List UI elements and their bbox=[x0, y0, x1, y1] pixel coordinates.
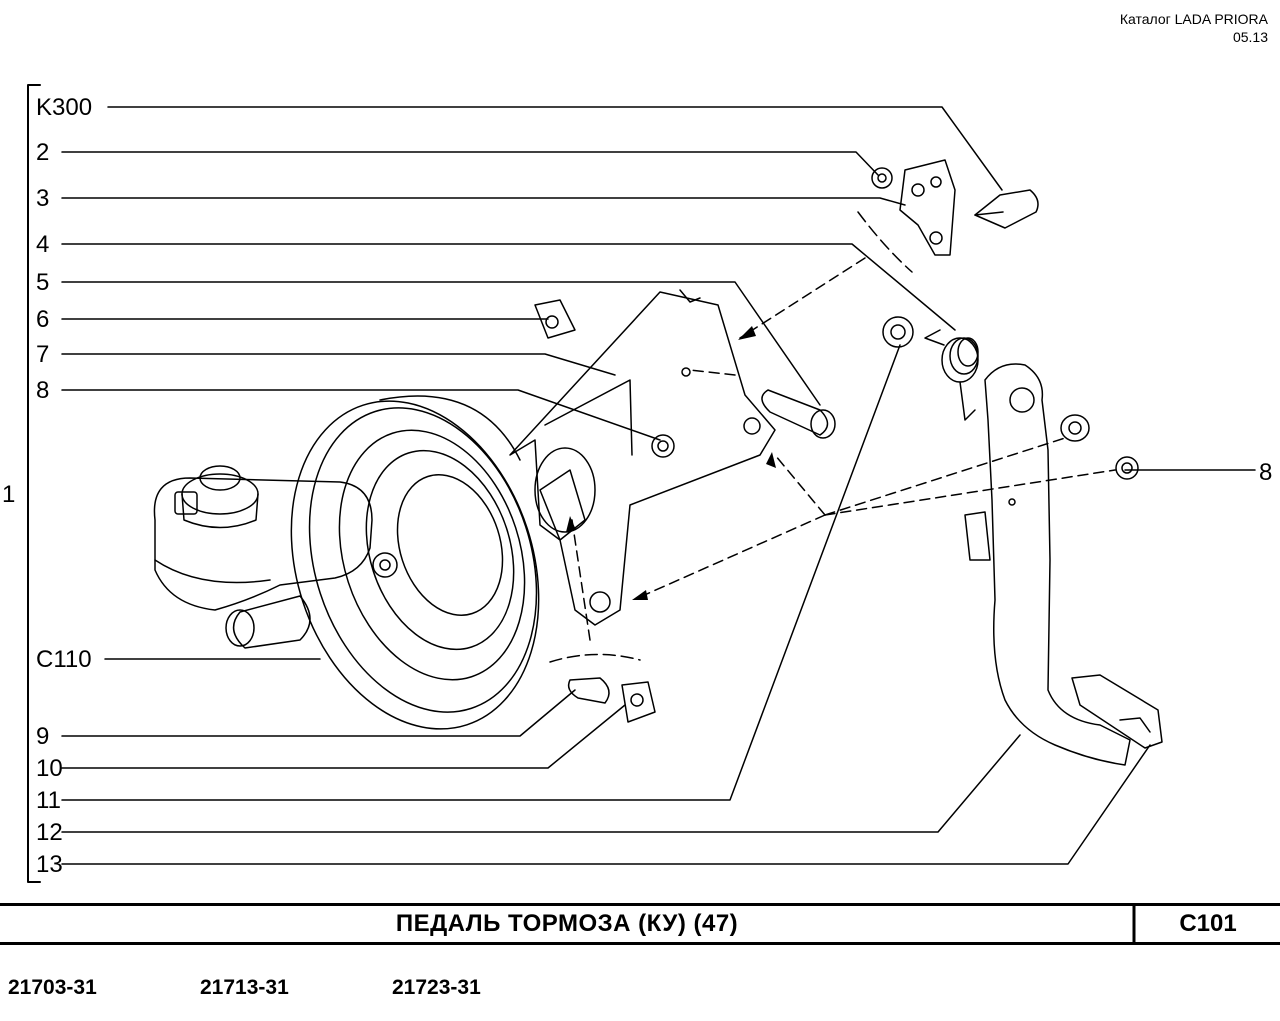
assembly-label: 1 bbox=[2, 481, 16, 508]
callout-c110: C110 bbox=[36, 646, 92, 673]
model-number: 21723-31 bbox=[392, 976, 481, 999]
leader-12 bbox=[61, 734, 1021, 833]
callout-3: 3 bbox=[36, 185, 50, 212]
master-cylinder bbox=[153, 465, 373, 649]
leader-13 bbox=[61, 744, 1151, 865]
page-title: ПЕДАЛЬ ТОРМОЗА (КУ) (47) bbox=[395, 910, 739, 937]
title-band bbox=[0, 903, 1280, 945]
callout-11: 11 bbox=[36, 787, 61, 814]
callout-6: 6 bbox=[36, 306, 50, 333]
leader-10 bbox=[61, 704, 626, 769]
callout-9: 9 bbox=[36, 723, 50, 750]
callout-4: 4 bbox=[36, 231, 50, 258]
pedal-bracket bbox=[509, 289, 776, 626]
callout-5: 5 bbox=[36, 269, 50, 296]
switch-bracket bbox=[899, 159, 1039, 256]
leader-4 bbox=[61, 243, 956, 331]
leader-2 bbox=[61, 151, 879, 176]
return-spring bbox=[924, 329, 979, 421]
callout-12: 12 bbox=[36, 819, 63, 846]
callout-8-right: 8 bbox=[1259, 459, 1273, 486]
model-number: 21703-31 bbox=[8, 976, 97, 999]
vacuum-booster bbox=[290, 395, 586, 730]
callout-k300: K300 bbox=[36, 94, 93, 121]
callout-10: 10 bbox=[36, 755, 63, 782]
leader-9 bbox=[61, 689, 576, 737]
callout-2: 2 bbox=[36, 139, 50, 166]
callout-7: 7 bbox=[36, 341, 50, 368]
catalog-header: Каталог LADA PRIORA 05.13 bbox=[1120, 10, 1268, 46]
leader-k300 bbox=[107, 106, 1003, 191]
callout-8: 8 bbox=[36, 377, 50, 404]
leader-3 bbox=[61, 197, 906, 206]
small-parts bbox=[534, 167, 1139, 723]
leader-11 bbox=[61, 344, 901, 801]
arrow-heads bbox=[566, 326, 776, 600]
assembly-arrows bbox=[571, 257, 1116, 641]
leader-8 bbox=[61, 389, 661, 441]
leader-lines bbox=[61, 106, 1256, 865]
leader-7 bbox=[61, 353, 616, 376]
page-code: C101 bbox=[1179, 910, 1237, 937]
leader-5 bbox=[61, 281, 821, 406]
callout-13: 13 bbox=[36, 851, 63, 878]
brake-pedal bbox=[964, 363, 1163, 766]
catalog-date: 05.13 bbox=[1232, 29, 1268, 45]
catalog-name: Каталог LADA PRIORA bbox=[1119, 11, 1268, 27]
assembly-bracket bbox=[27, 84, 41, 883]
model-number: 21713-31 bbox=[200, 976, 289, 999]
